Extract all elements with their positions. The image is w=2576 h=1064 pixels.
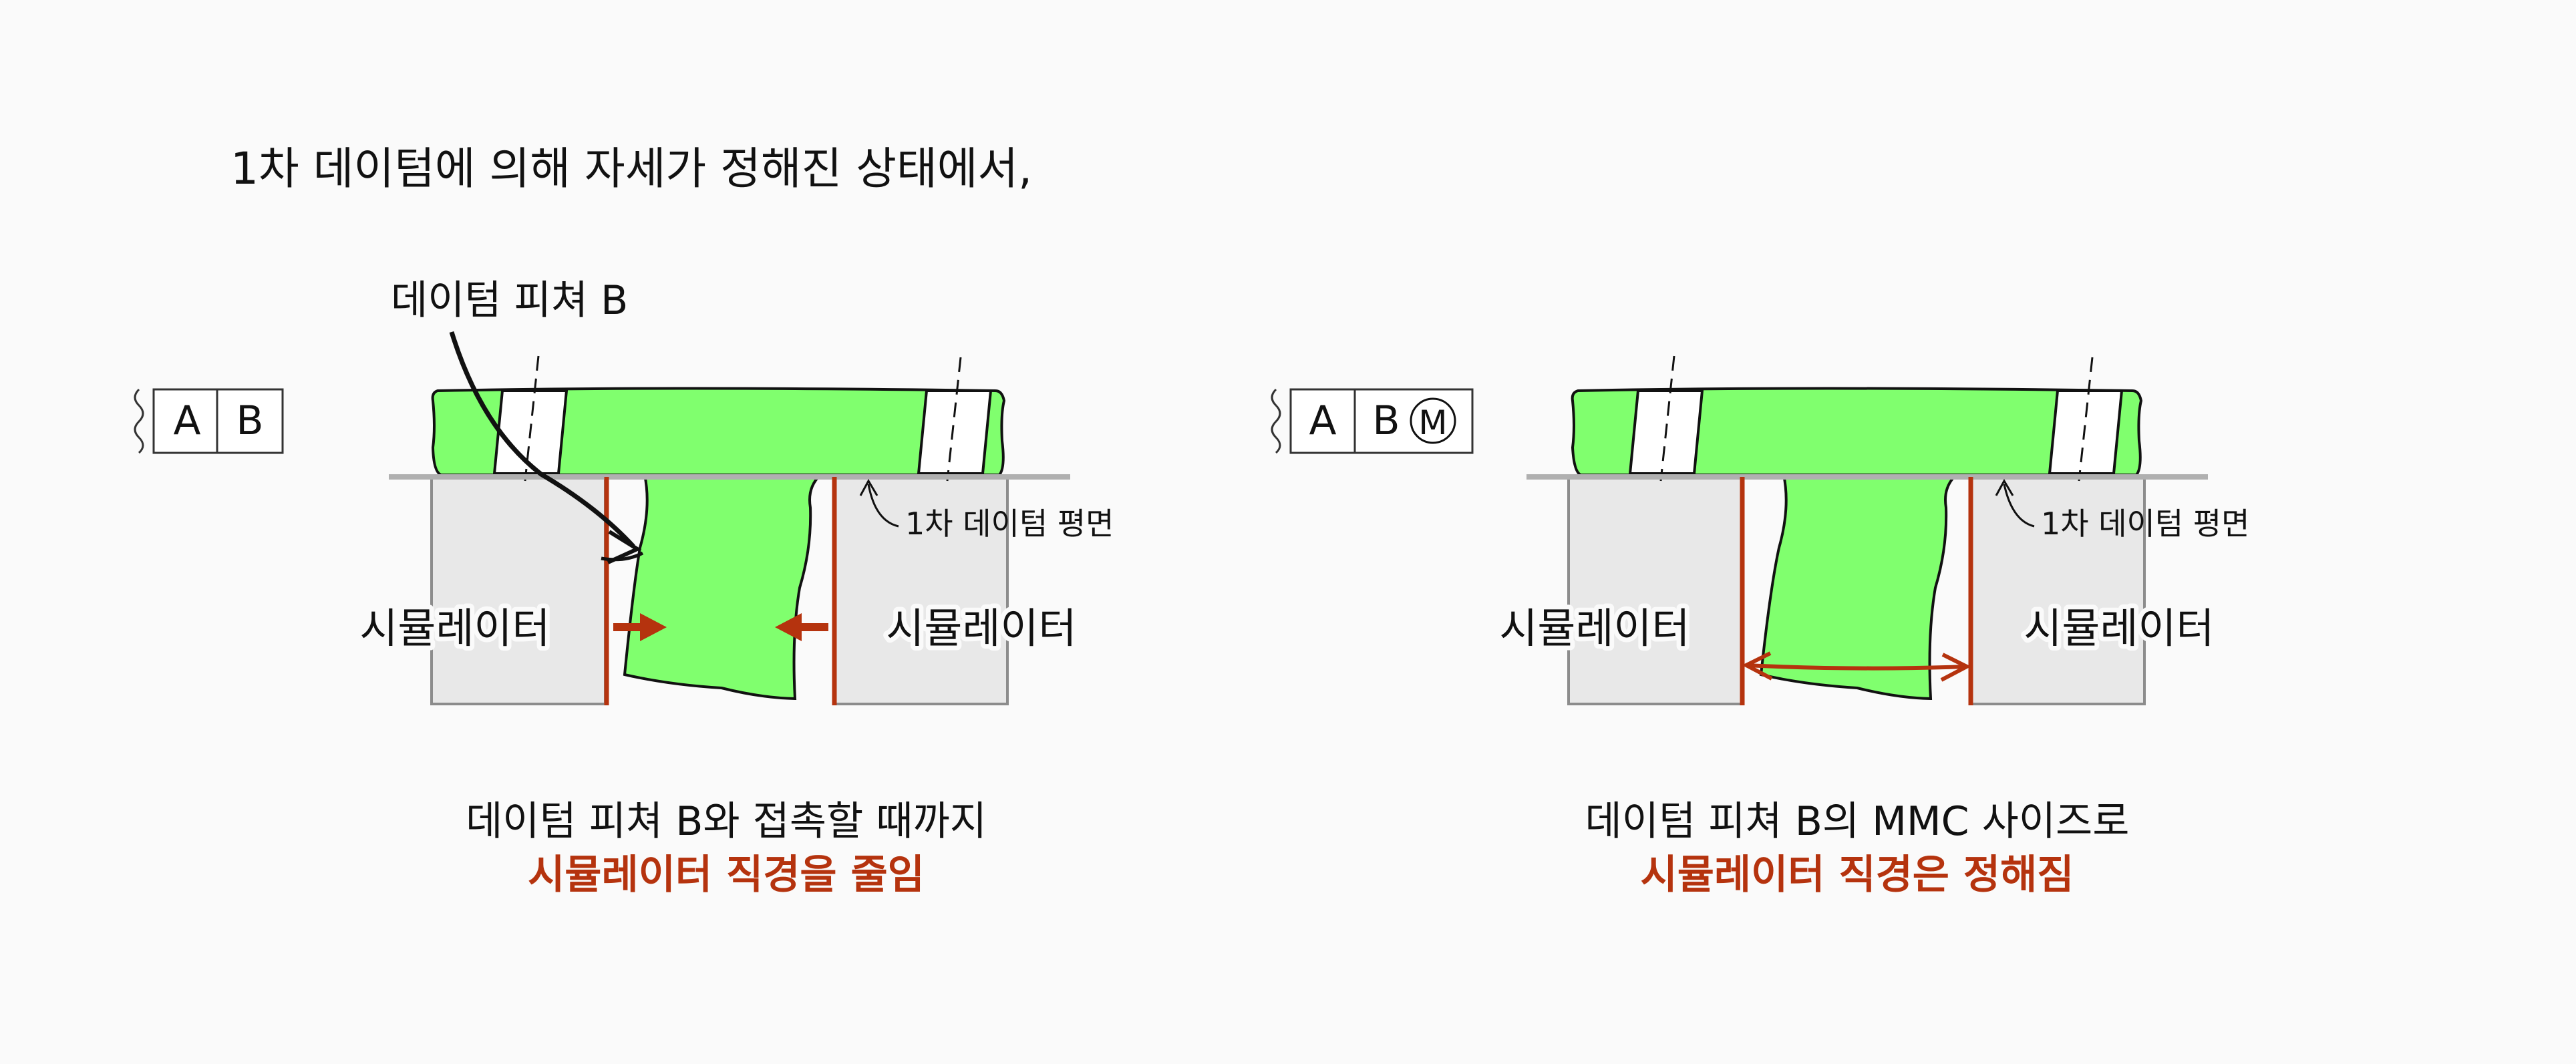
right-part-flange bbox=[1571, 387, 2143, 476]
left-plane-label-arrow-icon bbox=[859, 478, 878, 496]
right-simulator-block-left bbox=[1567, 475, 1744, 705]
right-hole-left-centerline bbox=[1659, 355, 1675, 482]
right-plane-label-arrow-icon bbox=[1995, 478, 2014, 496]
left-plane-label: 1차 데이텀 평면 bbox=[905, 506, 1114, 542]
left-simulator-label-right: 시뮬레이터 bbox=[886, 604, 1076, 653]
left-part-boss bbox=[623, 474, 824, 701]
left-part-flange bbox=[431, 387, 1006, 476]
right-feature-control-frame: A B M bbox=[1271, 388, 1474, 454]
left-feature-control-frame: A B bbox=[134, 388, 284, 454]
right-panel: A B M 1차 데이텀 평면 시뮬레 bbox=[1271, 355, 2249, 898]
right-hole-right bbox=[2048, 389, 2124, 475]
left-arrow-right-icon bbox=[613, 613, 667, 641]
right-plane-label-leader bbox=[2003, 484, 2035, 528]
left-simulator-block-left bbox=[430, 475, 607, 705]
right-frame-modifier: M bbox=[1418, 403, 1447, 442]
left-panel: A B 데이텀 피쳐 B bbox=[134, 277, 1114, 898]
left-caption-line2: 시뮬레이터 직경을 줄임 bbox=[528, 852, 925, 898]
right-hole-right-centerline bbox=[2078, 357, 2094, 482]
right-simulator-label-left: 시뮬레이터 bbox=[1499, 604, 1689, 653]
left-arrow-left-icon bbox=[775, 613, 828, 641]
right-part-boss bbox=[1759, 474, 1960, 701]
right-frame-mmc-circle-icon bbox=[1410, 397, 1456, 444]
left-plane-label-leader bbox=[867, 484, 899, 528]
right-simulator-label-right: 시뮬레이터 bbox=[2024, 604, 2214, 653]
left-frame-break-mark bbox=[134, 388, 144, 454]
left-leader-line bbox=[449, 331, 635, 548]
left-leader-label: 데이텀 피쳐 B bbox=[391, 277, 628, 324]
left-caption-line1: 데이텀 피쳐 B와 접촉할 때까지 bbox=[466, 798, 987, 845]
right-caption-line2: 시뮬레이터 직경은 정해짐 bbox=[1641, 852, 2074, 898]
right-frame-datum-a: A bbox=[1309, 397, 1336, 444]
left-frame-datum-a: A bbox=[173, 397, 200, 444]
left-hole-right bbox=[917, 389, 993, 475]
right-caption-line1: 데이텀 피쳐 B의 MMC 사이즈로 bbox=[1585, 798, 2130, 845]
left-frame-datum-b: B bbox=[236, 397, 263, 444]
right-simulator-block-right bbox=[1969, 475, 2146, 705]
left-hole-right-centerline bbox=[946, 357, 962, 482]
right-mmc-dimension-arrow-icon bbox=[1742, 651, 1971, 682]
heading-text: 1차 데이텀에 의해 자세가 정해진 상태에서, bbox=[230, 143, 1032, 194]
right-frame-break-mark bbox=[1271, 388, 1281, 454]
left-simulator-block-right bbox=[834, 475, 1009, 705]
left-leader-contact-mark bbox=[601, 551, 644, 562]
right-plane-label: 1차 데이텀 평면 bbox=[2041, 506, 2249, 542]
left-simulator-label-left: 시뮬레이터 bbox=[359, 604, 550, 653]
right-frame-datum-b: B bbox=[1372, 397, 1400, 444]
